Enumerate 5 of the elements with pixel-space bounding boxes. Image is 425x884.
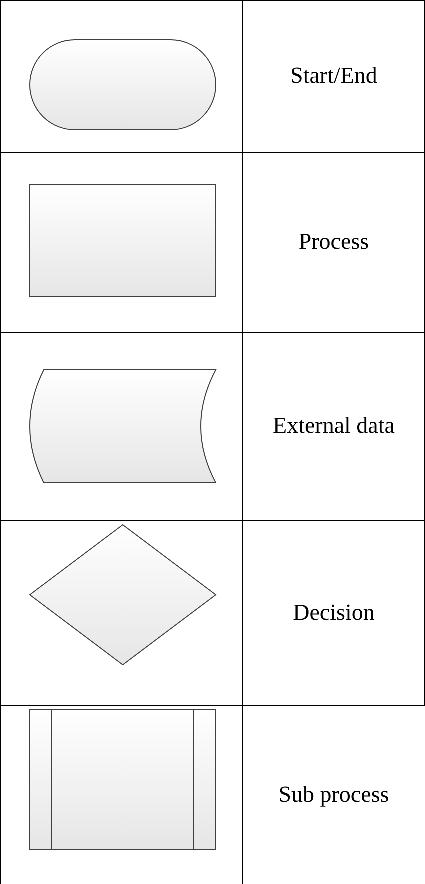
symbol-label: Start/End <box>290 63 378 89</box>
symbol-label: External data <box>273 413 395 439</box>
symbol-label: Sub process <box>278 782 390 808</box>
symbol-label: Process <box>298 229 370 255</box>
symbol-label: Decision <box>293 600 375 626</box>
